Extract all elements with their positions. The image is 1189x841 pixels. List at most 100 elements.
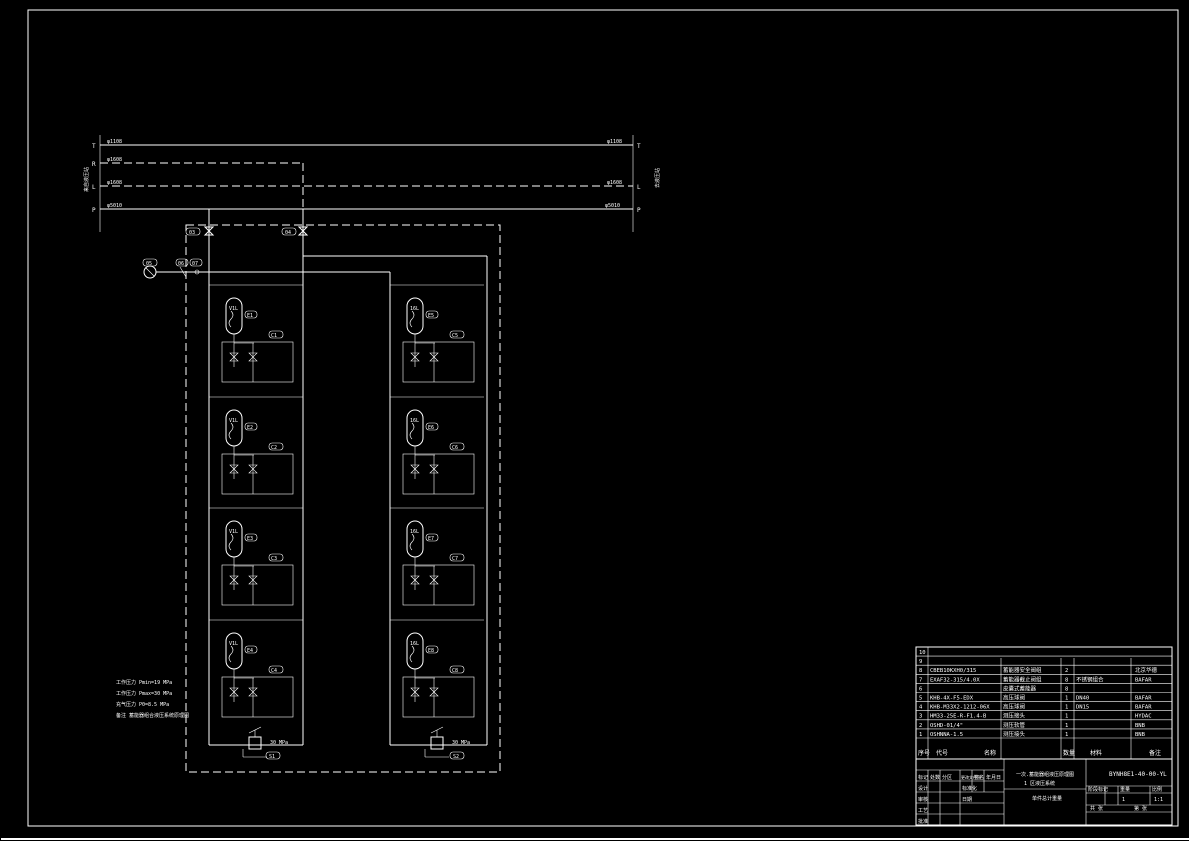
accumulator-station-boundary: [185, 224, 501, 773]
tb-mark-2: 分区: [942, 774, 952, 781]
accumulator-tag-badge: [425, 533, 439, 542]
bom-row-qty: 1: [1065, 705, 1068, 711]
bom-header-code: 代号: [936, 749, 948, 757]
valve-block: [402, 341, 475, 383]
tb-label-approve: 批准: [918, 818, 928, 825]
valve-block-tag: C7: [452, 556, 458, 562]
accumulator-volume-label: V1L: [229, 418, 238, 424]
pressure-gauge-branch: [143, 265, 200, 279]
valve-block-tag: C4: [271, 668, 277, 674]
note-2: 充气压力 P0=8.5 MPa: [116, 701, 169, 708]
tb-mark-4: 签名: [974, 774, 984, 781]
bom-row-qty: 1: [1065, 723, 1068, 729]
valve-block: [402, 564, 475, 606]
bom-row-material: DN15: [1076, 705, 1089, 711]
valve-block-tag-badge: [268, 330, 284, 339]
bom-row-name: 蓄能器截止阀组: [1003, 675, 1042, 683]
tb-sheet-val: 1: [1122, 797, 1125, 803]
tb-label-weight: 重量: [1120, 786, 1130, 793]
bom-row-code: EXAF32-315/4.0X: [930, 677, 980, 683]
accumulator-tag-badge: [425, 310, 439, 319]
tb-mark-5: 年月日: [986, 774, 1001, 781]
gauge-tag-text: 05: [146, 261, 152, 267]
relief-tag-left-text: S1: [269, 754, 275, 760]
relief-tag-left: [265, 751, 281, 760]
bom-row-no: 7: [919, 677, 922, 683]
pipe-label-right-1: φ1608: [607, 180, 622, 186]
tb-label-stage: 阶段标记: [1088, 786, 1108, 793]
bom-header-no: 序号: [918, 749, 930, 757]
bus-label-right-2: P: [637, 207, 641, 214]
bus-label-left-2: L: [92, 184, 96, 191]
tb-header-extra: 单件总计重量: [1032, 795, 1062, 802]
bom-row-code: OSHNNA-1.5: [930, 732, 963, 738]
accumulator-tag: E1: [247, 313, 253, 319]
tb-label-design: 设计: [918, 785, 928, 792]
bom-row-name: 高压球阀: [1003, 694, 1025, 702]
pipe-label-left-2: φ1608: [107, 180, 122, 186]
relief-valve-right: [424, 726, 449, 758]
outer-frame: [27, 9, 1179, 827]
bus-label-left-1: R: [92, 161, 96, 168]
tb-drawing-name: 一次.蓄能器组液压原理图: [1016, 771, 1074, 778]
valve-block: [221, 453, 294, 495]
bom-row-no: 3: [919, 714, 922, 720]
accumulator-tag-badge: [425, 645, 439, 654]
valve-block-tag-badge: [268, 442, 284, 451]
relief-tag-right-text: S2: [453, 754, 459, 760]
valve-block-tag: C1: [271, 333, 277, 339]
bom-row-no: 4: [919, 705, 923, 711]
bom-row-name: 皮囊式蓄能器: [1003, 684, 1037, 692]
bom-header-material: 材料: [1090, 749, 1102, 757]
tb-label-sheets: 共 张: [1090, 805, 1103, 812]
tb-label-date: 日期: [962, 797, 972, 803]
note-3: 备注 蓄能器组合液压系统原理图: [116, 712, 189, 719]
accumulator-tag: E6: [428, 425, 434, 431]
valve-block: [402, 453, 475, 495]
accumulator-tag: E7: [428, 536, 434, 542]
valve-tag-right-text: 04: [285, 230, 291, 236]
bom-row-name: 高压球阀: [1003, 703, 1025, 711]
valve-tag-left: [185, 227, 201, 236]
bom-row-code: KHB-4X-F5-EDX: [930, 696, 974, 702]
bom-row-no: 9: [919, 659, 922, 665]
bom-row-no: 1: [919, 732, 922, 738]
bom-row-remark: BAFAR: [1135, 696, 1152, 702]
valve-tag-left-text: 03: [189, 230, 195, 236]
tb-mark-0: 标记: [918, 774, 928, 781]
bom-row-remark: BNB: [1135, 732, 1146, 738]
accumulator-tag: E2: [247, 425, 253, 431]
valve-block-tag-badge: [449, 442, 465, 451]
accumulator-tag: E4: [247, 648, 253, 654]
accumulator-tag: E8: [428, 648, 434, 654]
pipe-label-left-0: φ1108: [107, 139, 122, 145]
accumulator-tag-badge: [244, 645, 258, 654]
accumulator-volume-label: V1L: [229, 306, 238, 312]
bom-row-code: OSHD-01/4": [930, 723, 963, 729]
supply-bus-lines: [99, 135, 634, 232]
bom-header-remark: 备注: [1149, 749, 1161, 757]
accumulator-tag: E5: [428, 313, 434, 319]
pipe-label-left-1: φ1608: [107, 157, 122, 163]
relief-left-pressure: 30 MPa: [270, 740, 288, 746]
pipe-label-right-0: φ1108: [607, 139, 622, 145]
accumulator-volume-label: V1L: [229, 641, 238, 647]
bom-row-qty: 8: [1065, 677, 1068, 683]
bom-row-no: 10: [919, 650, 926, 656]
accumulator-volume-label: 16L: [410, 306, 419, 312]
relief-valve-left: [242, 726, 267, 758]
bom-table: [915, 646, 1173, 760]
bom-row-no: 6: [919, 686, 922, 692]
tb-label-sheet-no: 第 张: [1134, 805, 1147, 812]
note-1: 工作压力 Pmax=30 MPa: [116, 690, 172, 697]
valve-block-tag: C2: [271, 445, 277, 451]
valve-block-tag: C3: [271, 556, 277, 562]
bom-row-code: HM33-25E-R-F1.4-B: [930, 714, 987, 720]
